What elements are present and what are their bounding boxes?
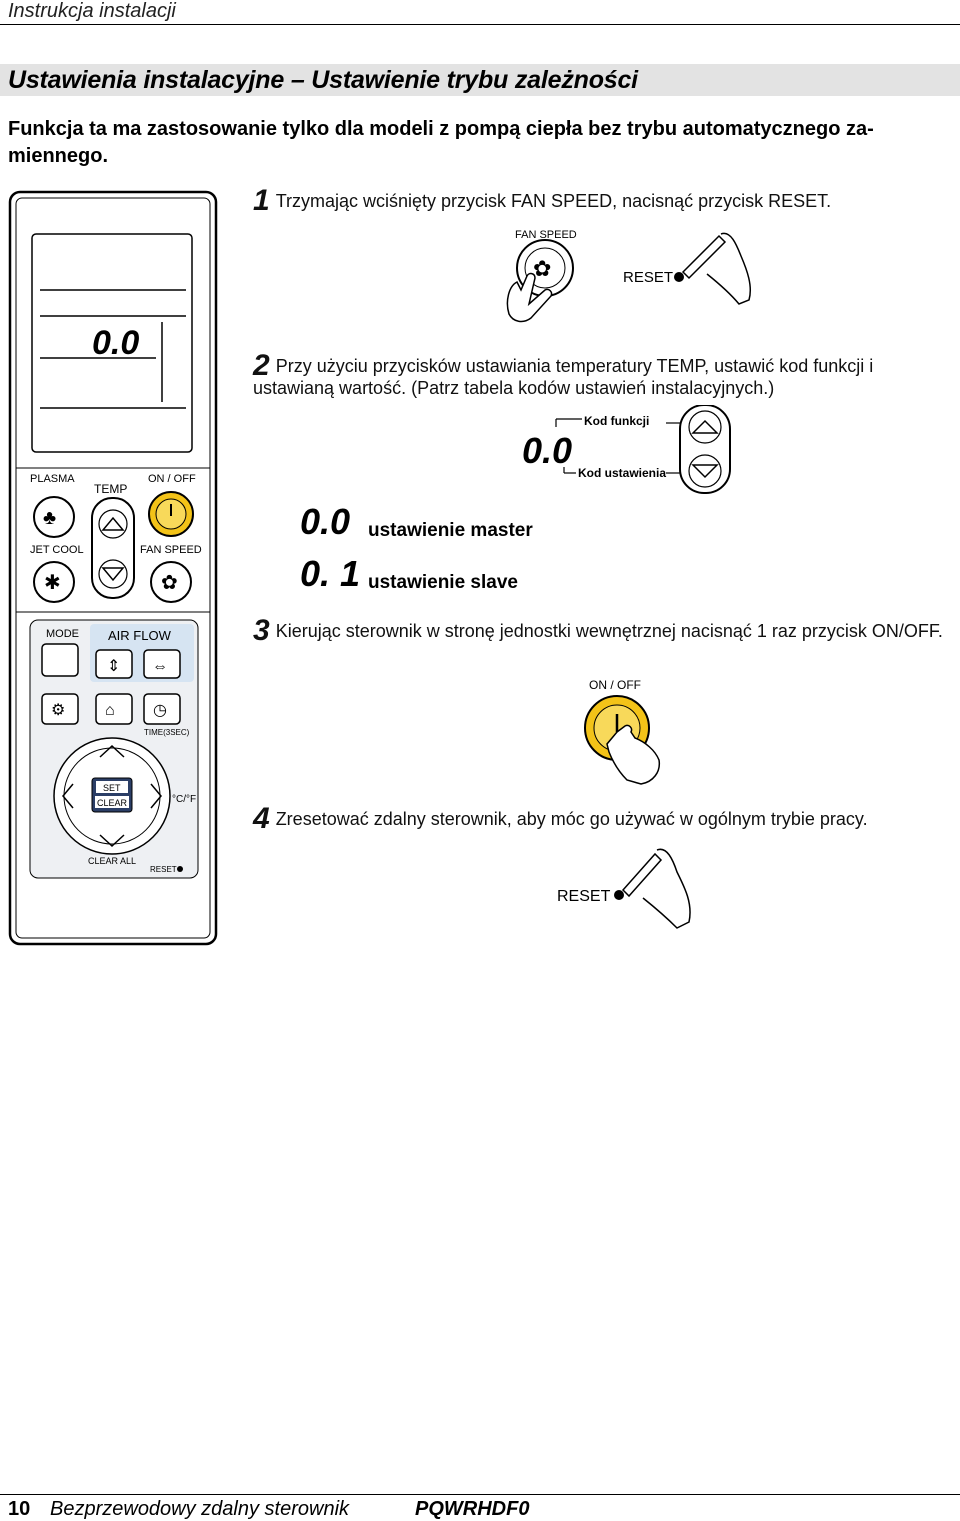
hand-pressing-icon: [506, 272, 553, 323]
step-4-text: Zresetować zdalny sterownik, aby móc go …: [275, 809, 868, 829]
footer-rule: [0, 1494, 960, 1495]
remote-set-label: SET: [103, 783, 121, 793]
remote-plasma-label: PLASMA: [30, 473, 75, 485]
remote-fanspeed-label: FAN SPEED: [140, 544, 202, 556]
step-4-illustration: RESET: [557, 848, 691, 929]
step-2-text: Przy użyciu przycisków ustawiania temper…: [253, 356, 874, 398]
remote-airflow-horizontal-button: [143, 649, 181, 679]
dpad-down-icon: [99, 834, 125, 848]
slave-mode-label: ustawienie slave: [368, 572, 518, 593]
master-mode-label: ustawienie master: [368, 520, 533, 541]
remote-mode-label: MODE: [46, 628, 79, 640]
step-3-onoff-label: ON / OFF: [589, 678, 641, 692]
dpad-up-icon: [99, 744, 125, 758]
footer-document-name: Bezprzewodowy zdalny sterownik: [50, 1498, 350, 1520]
remote-reset-label: RESET: [150, 865, 177, 874]
step-1-fanspeed-label: FAN SPEED: [515, 229, 577, 241]
fan-icon: ✿: [161, 572, 178, 594]
fan-icon: ✿: [533, 256, 551, 281]
step-3-text: Kierując sterownik w stronę jednostki we…: [275, 621, 943, 641]
remote-fanspeed-button: [150, 561, 192, 603]
dpad-left-icon: [62, 783, 74, 809]
remote-airflow-vertical-button: [95, 649, 133, 679]
step-2-illustration: 0.0 Kod funkcji Kod ustawienia: [522, 405, 731, 494]
slave-mode-display: 0. 1: [300, 553, 360, 592]
remote-plasma-button: [33, 496, 75, 538]
header-title: Instrukcja instalacji: [8, 0, 176, 22]
slave-display-code: 0. 1: [300, 553, 360, 592]
vertical-arrows-icon: ⇕: [107, 658, 120, 675]
step-1-text: Trzymając wciśnięty przycisk FAN SPEED, …: [275, 191, 832, 211]
step-1-illustration: FAN SPEED ✿ RESET: [506, 229, 752, 323]
step-2-number: 2: [253, 349, 270, 382]
pen-hand-icon: [621, 848, 691, 929]
remote-display-code: 0.0: [92, 324, 139, 362]
step-4-number: 4: [253, 802, 270, 835]
master-mode-display: 0.0: [300, 501, 350, 540]
gear-icon: ⚙: [51, 702, 65, 719]
section-title: Ustawienia instalacyjne – Ustawienie try…: [8, 66, 638, 94]
horizontal-arrows-icon: ⇔: [152, 658, 168, 675]
kod-ustawienia-label: Kod ustawienia: [578, 466, 666, 480]
temp-down-icon: [691, 464, 719, 479]
kod-funkcji-label: Kod funkcji: [584, 414, 649, 428]
remote-temp-label: TEMP: [94, 482, 127, 496]
home-icon: ⌂: [105, 702, 115, 719]
remote-jetcool-button: [33, 561, 75, 603]
remote-settings-button: [41, 693, 79, 725]
step-3-number: 3: [253, 614, 270, 647]
remote-clearall-label: CLEAR ALL: [88, 856, 136, 866]
remote-jetcool-label: JET COOL: [30, 544, 84, 556]
step-4-reset-label: RESET: [557, 888, 611, 905]
remote-control-illustration: 0.0 PLASMA TEMP ON / OFF ♣ JET COOL FAN …: [8, 190, 218, 946]
intro-text: Funkcja ta ma zastosowanie tylko dla mod…: [8, 118, 874, 167]
header-rule: [0, 24, 960, 25]
footer-document-code: PQWRHDF0: [415, 1498, 530, 1520]
temp-up-icon: [101, 516, 125, 531]
temp-down-icon: [101, 567, 125, 582]
hand-pressing-icon: [606, 724, 661, 785]
remote-airflow-label: AIR FLOW: [108, 628, 172, 643]
remote-home-button: [95, 693, 133, 725]
remote-clear-label: CLEAR: [97, 798, 128, 808]
remote-onoff-label: ON / OFF: [148, 473, 196, 485]
remote-unit-label: °C/°F: [172, 794, 196, 805]
plasma-icon: ♣: [43, 507, 56, 529]
pen-hand-icon: [681, 232, 752, 305]
footer-page-number: 10: [8, 1498, 31, 1520]
step-2-display-code: 0.0: [522, 430, 572, 471]
step-3-illustration: ON / OFF: [584, 678, 661, 785]
clock-icon: ◷: [153, 702, 167, 719]
temp-up-icon: [691, 419, 719, 434]
dpad-right-icon: [150, 783, 162, 809]
section-bar: Ustawienia instalacyjne – Ustawienie try…: [0, 64, 960, 96]
remote-timer-button: [143, 693, 181, 725]
step-1-reset-label: RESET: [623, 269, 673, 286]
step-1-number: 1: [253, 184, 270, 217]
jet-cool-icon: ✱: [44, 572, 61, 594]
remote-mode-button: [41, 643, 79, 677]
master-display-code: 0.0: [300, 501, 350, 540]
remote-time-label: TIME(3SEC): [144, 728, 190, 737]
